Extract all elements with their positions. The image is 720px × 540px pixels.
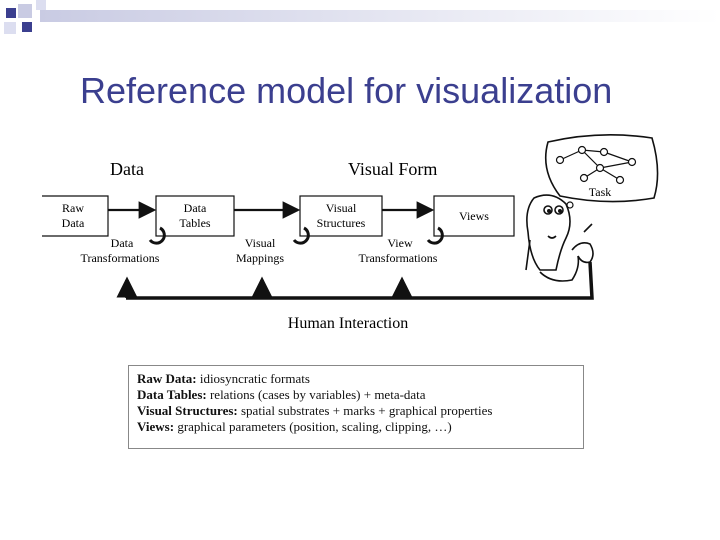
corner-square-dark-2 bbox=[22, 22, 32, 32]
visual-structures-label-1: Visual bbox=[326, 201, 357, 215]
legend-row-visual-structures: Visual Structures: spatial substrates + … bbox=[137, 403, 575, 419]
corner-square-light-1 bbox=[18, 4, 32, 18]
raw-data-label-1: Raw bbox=[62, 201, 84, 215]
view-transformations-label-2: Transformations bbox=[359, 251, 438, 265]
legend-row-views: Views: graphical parameters (position, s… bbox=[137, 419, 575, 435]
visual-structures-label-2: Structures bbox=[317, 216, 366, 230]
raw-data-box bbox=[42, 195, 109, 237]
task-label: Task bbox=[589, 185, 612, 199]
corner-square-light-3 bbox=[4, 22, 16, 34]
loop-arrow-data-transformations bbox=[148, 226, 166, 245]
legend-term-views: Views: bbox=[137, 419, 175, 434]
legend-term-visual-structures: Visual Structures: bbox=[137, 403, 238, 418]
header-visual-form: Visual Form bbox=[348, 159, 437, 179]
slide-title: Reference model for visualization bbox=[80, 70, 613, 111]
task-graph-icon bbox=[555, 145, 637, 185]
legend-desc-data-tables: relations (cases by variables) + meta-da… bbox=[206, 387, 426, 402]
person-icon bbox=[525, 194, 594, 282]
corner-square-dark-1 bbox=[6, 8, 16, 18]
legend-desc-visual-structures: spatial substrates + marks + graphical p… bbox=[237, 403, 493, 418]
data-tables-label-1: Data bbox=[184, 201, 207, 215]
reference-model-diagram: Data Visual Form Raw Data Data Tables Vi… bbox=[42, 134, 659, 332]
human-interaction-label: Human Interaction bbox=[288, 315, 408, 332]
visual-mappings-label-2: Mappings bbox=[236, 251, 284, 265]
data-transformations-label-2: Transformations bbox=[81, 251, 160, 265]
views-label: Views bbox=[459, 209, 489, 223]
legend-desc-views: graphical parameters (position, scaling,… bbox=[174, 419, 452, 434]
visual-structures-box bbox=[299, 195, 383, 237]
human-interaction-line bbox=[126, 261, 594, 300]
legend-desc-raw-data: idiosyncratic formats bbox=[196, 371, 310, 386]
corner-decoration bbox=[4, 0, 720, 34]
raw-data-label-2: Data bbox=[62, 216, 85, 230]
data-transformations-label-1: Data bbox=[111, 236, 134, 250]
data-tables-label-2: Tables bbox=[179, 216, 210, 230]
legend-box: Raw Data: idiosyncratic formats Data Tab… bbox=[128, 365, 584, 449]
loop-arrow-visual-mappings bbox=[292, 226, 310, 245]
legend-term-data-tables: Data Tables: bbox=[137, 387, 207, 402]
header-stripe bbox=[40, 10, 720, 22]
legend-row-raw-data: Raw Data: idiosyncratic formats bbox=[137, 371, 575, 387]
loop-arrow-view-transformations bbox=[426, 226, 444, 245]
data-tables-box bbox=[155, 195, 235, 237]
legend-row-data-tables: Data Tables: relations (cases by variabl… bbox=[137, 387, 575, 403]
legend-term-raw-data: Raw Data: bbox=[137, 371, 197, 386]
header-data: Data bbox=[110, 159, 144, 179]
view-transformations-label-1: View bbox=[387, 236, 413, 250]
corner-square-light-2 bbox=[36, 0, 46, 10]
visual-mappings-label-1: Visual bbox=[245, 236, 276, 250]
